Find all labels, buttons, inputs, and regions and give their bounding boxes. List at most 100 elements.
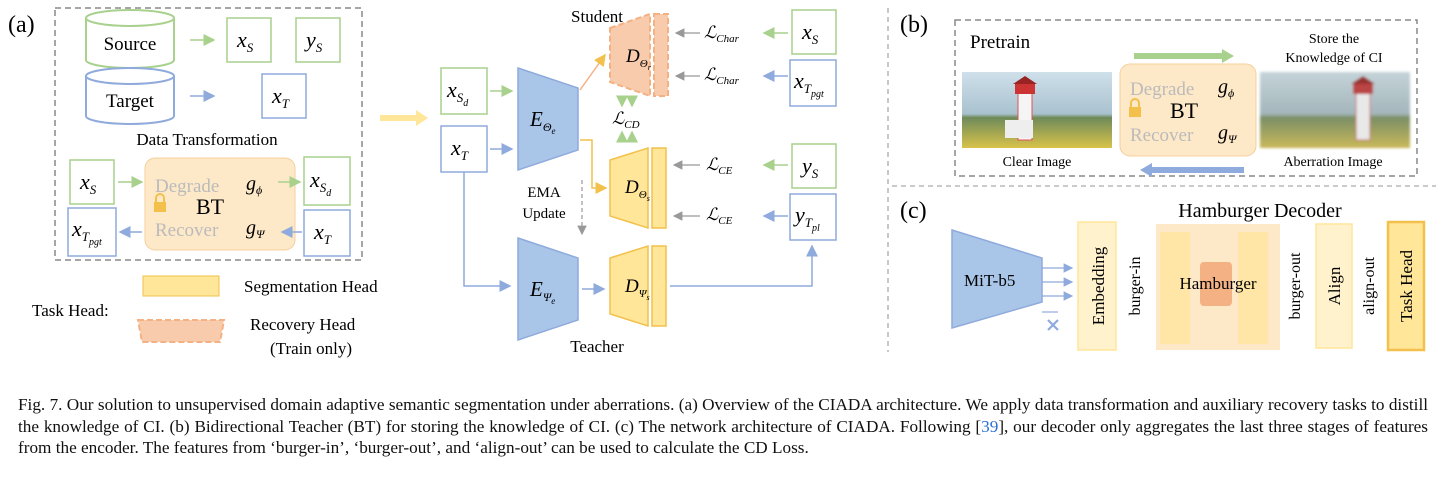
student-seg-head	[609, 146, 649, 230]
loss-ce-2: ℒCE	[706, 205, 733, 227]
teacher-label: Teacher	[570, 337, 624, 356]
y-s-gt-box	[791, 143, 837, 189]
caption-text-1: Fig. 7. Our solution to unsupervised dom…	[18, 395, 1428, 436]
align-block	[1315, 223, 1353, 349]
x-tpgt-gt: xTpgt	[793, 68, 824, 100]
x-s-input: xS	[79, 169, 97, 197]
segmentation-head-swatch	[142, 275, 220, 297]
store-label-2: Knowledge of CI	[1285, 51, 1383, 66]
aberration-image-label: Aberration Image	[1283, 155, 1382, 170]
x-t-input-box	[303, 209, 351, 257]
x-t-input: xT	[313, 219, 332, 247]
x-s-gt: xS	[801, 19, 819, 47]
y-s-gt: yS	[800, 153, 819, 181]
hamburger-bun-left	[1160, 232, 1190, 344]
recovery-head-label: Recovery Head	[250, 315, 356, 334]
g-psi-a: gΨ	[246, 217, 266, 241]
close-icon	[1047, 319, 1059, 331]
degrade-label-a: Degrade	[155, 176, 219, 197]
segmentation-head-label: Segmentation Head	[244, 277, 378, 296]
arrow	[579, 53, 606, 91]
x-sd-box	[303, 156, 351, 206]
x-t-student: xT	[450, 135, 469, 163]
task-head-legend-label: Task Head:	[32, 301, 109, 320]
embedding-block	[1077, 221, 1117, 351]
caption-text-2: ], our decoder only aggregates the last …	[18, 416, 1428, 458]
g-psi-b: gΨ	[1218, 122, 1238, 146]
x-s-gt-box	[791, 9, 837, 55]
clear-image-label: Clear Image	[1003, 155, 1072, 170]
bt-label-b: BT	[1170, 98, 1199, 123]
embedding-label: Embedding	[1089, 246, 1108, 325]
source-database: Source	[85, 9, 175, 69]
task-head-block	[1386, 220, 1426, 352]
student-encoder-label: EΘe	[529, 107, 556, 136]
x-tpgt-gt-box	[789, 59, 837, 107]
hamburger-patty	[1200, 262, 1232, 306]
data-transformation-label: Data Transformation	[136, 130, 278, 149]
pretrain-box	[954, 19, 1418, 177]
hamburger-bun-right	[1238, 232, 1268, 344]
teacher-seg-head-tail	[651, 245, 667, 327]
loss-cd: ℒCD	[612, 109, 640, 131]
x-sd: xSd	[309, 167, 332, 199]
g-phi-a: gϕ	[246, 173, 262, 197]
target-database: Target	[85, 67, 175, 125]
x-s-top: xS	[236, 27, 254, 55]
align-out-label: align-out	[1361, 257, 1378, 315]
y-s-top: yS	[304, 27, 323, 55]
student-seg-head-label: DΘs	[624, 177, 650, 203]
ema-label: EMA	[527, 185, 561, 201]
x-t-student-box	[440, 125, 488, 173]
x-s-box	[226, 17, 272, 63]
burger-out-label: burger-out	[1287, 252, 1304, 319]
target-label: Target	[106, 91, 155, 112]
burger-in-label: burger-in	[1127, 257, 1144, 316]
mit-b5-label: MiT-b5	[964, 271, 1015, 290]
bt-box-a	[144, 157, 296, 251]
recovery-head-label-d: DΘr	[625, 46, 652, 72]
transition-arrow-head	[416, 110, 428, 126]
degrade-arrow-head	[1222, 49, 1234, 63]
data-transformation-box	[54, 7, 363, 261]
y-s-box	[295, 17, 341, 63]
x-sd-student-box	[440, 67, 488, 115]
figure-caption: Fig. 7. Our solution to unsupervised dom…	[18, 394, 1428, 459]
loss-char-2: ℒChar	[704, 65, 740, 87]
caption-reference-link[interactable]: 39	[981, 416, 999, 436]
clear-image	[962, 72, 1112, 148]
recover-arrow-head	[1140, 163, 1152, 177]
figure-canvas: (a) Source xS yS Target xT Data Transfor…	[8, 7, 1436, 358]
student-encoder	[517, 66, 579, 172]
hamburger-decoder-title: Hamburger Decoder	[1178, 200, 1342, 222]
pretrain-label: Pretrain	[970, 32, 1031, 53]
x-sd-student: xSd	[446, 77, 469, 109]
panel-c-label: (c)	[900, 198, 927, 224]
panel-a-label: (a)	[8, 12, 35, 38]
x-tpgt: xTpgt	[71, 216, 102, 248]
loss-ce-1: ℒCE	[706, 155, 733, 177]
recover-label-b: Recover	[1130, 125, 1194, 146]
x-tpgt-box	[67, 207, 117, 257]
teacher-seg-head-label: DΨs	[624, 276, 650, 302]
align-label: Align	[1325, 266, 1344, 305]
recovery-head-swatch	[136, 319, 226, 343]
panel-b-label: (b)	[900, 12, 928, 38]
arrow	[463, 172, 512, 292]
teacher-encoder-label: EΨe	[529, 277, 555, 306]
g-phi-b: gϕ	[1218, 76, 1234, 100]
store-label-1: Store the	[1309, 32, 1359, 47]
teacher-seg-head	[609, 244, 649, 328]
arrow	[670, 244, 818, 287]
recover-label-a: Recover	[155, 220, 219, 241]
student-label: Student	[571, 7, 623, 26]
source-label: Source	[104, 34, 157, 55]
hamburger-label: Hamburger	[1179, 274, 1256, 293]
bt-label-a: BT	[196, 194, 225, 219]
teacher-encoder	[517, 236, 579, 342]
x-s-input-box	[69, 159, 115, 205]
lock-icon	[1129, 98, 1141, 117]
y-tpl: yTpl	[793, 202, 820, 234]
x-t-top: xT	[271, 83, 290, 111]
task-head-label: Task Head	[1397, 250, 1416, 322]
